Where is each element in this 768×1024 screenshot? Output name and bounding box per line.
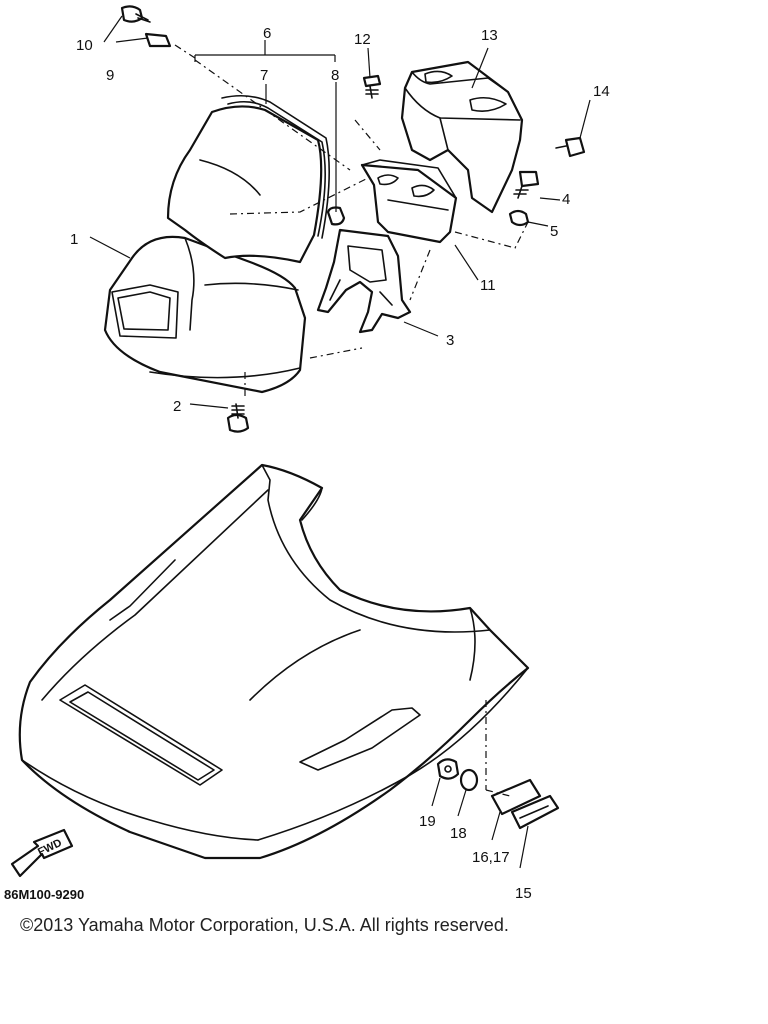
callout-8[interactable]: 8 <box>331 67 339 84</box>
part-screw-12[interactable] <box>362 74 382 99</box>
part-bolt-4[interactable] <box>513 170 540 199</box>
part-bolt-2[interactable] <box>226 403 250 433</box>
callout-9[interactable]: 9 <box>106 67 114 84</box>
callout-4[interactable]: 4 <box>562 191 570 208</box>
part-cowling-1[interactable] <box>103 235 307 400</box>
callout-5[interactable]: 5 <box>550 223 558 240</box>
callout-18[interactable]: 18 <box>450 825 467 842</box>
part-grommet-8[interactable] <box>326 206 346 226</box>
callout-14[interactable]: 14 <box>593 83 610 100</box>
callout-16-17[interactable]: 16,17 <box>472 849 510 866</box>
fwd-arrow-icon: FWD <box>10 828 74 878</box>
callout-10[interactable]: 10 <box>76 37 93 54</box>
part-washer-5[interactable] <box>508 209 530 227</box>
copyright-notice: ©2013 Yamaha Motor Corporation, U.S.A. A… <box>20 915 509 935</box>
callout-7[interactable]: 7 <box>260 67 268 84</box>
part-bolt-14[interactable] <box>555 136 586 158</box>
part-reflector-15[interactable] <box>510 794 560 830</box>
part-nut-9[interactable] <box>144 32 172 48</box>
callout-13[interactable]: 13 <box>481 27 498 44</box>
callout-6[interactable]: 6 <box>263 25 271 42</box>
callout-3[interactable]: 3 <box>446 332 454 349</box>
lower-cover[interactable] <box>18 463 530 860</box>
part-plate-16-17[interactable] <box>490 778 542 816</box>
part-holder-11[interactable] <box>360 159 458 244</box>
part-bolt-10[interactable] <box>120 5 151 23</box>
callout-19[interactable]: 19 <box>419 813 436 830</box>
drawing-code: 86M100-9290 <box>4 887 84 902</box>
callout-11[interactable]: 11 <box>480 277 496 294</box>
callout-2[interactable]: 2 <box>173 398 181 415</box>
part-stay-bracket-3[interactable] <box>316 228 412 334</box>
callout-1[interactable]: 1 <box>70 231 78 248</box>
callout-12[interactable]: 12 <box>354 31 371 48</box>
part-nut-19[interactable] <box>436 758 460 780</box>
callout-15[interactable]: 15 <box>515 885 532 902</box>
part-washer-18[interactable] <box>459 768 479 792</box>
part-windshield-6[interactable] <box>166 94 330 264</box>
part-upper-holder-13[interactable] <box>400 60 524 214</box>
